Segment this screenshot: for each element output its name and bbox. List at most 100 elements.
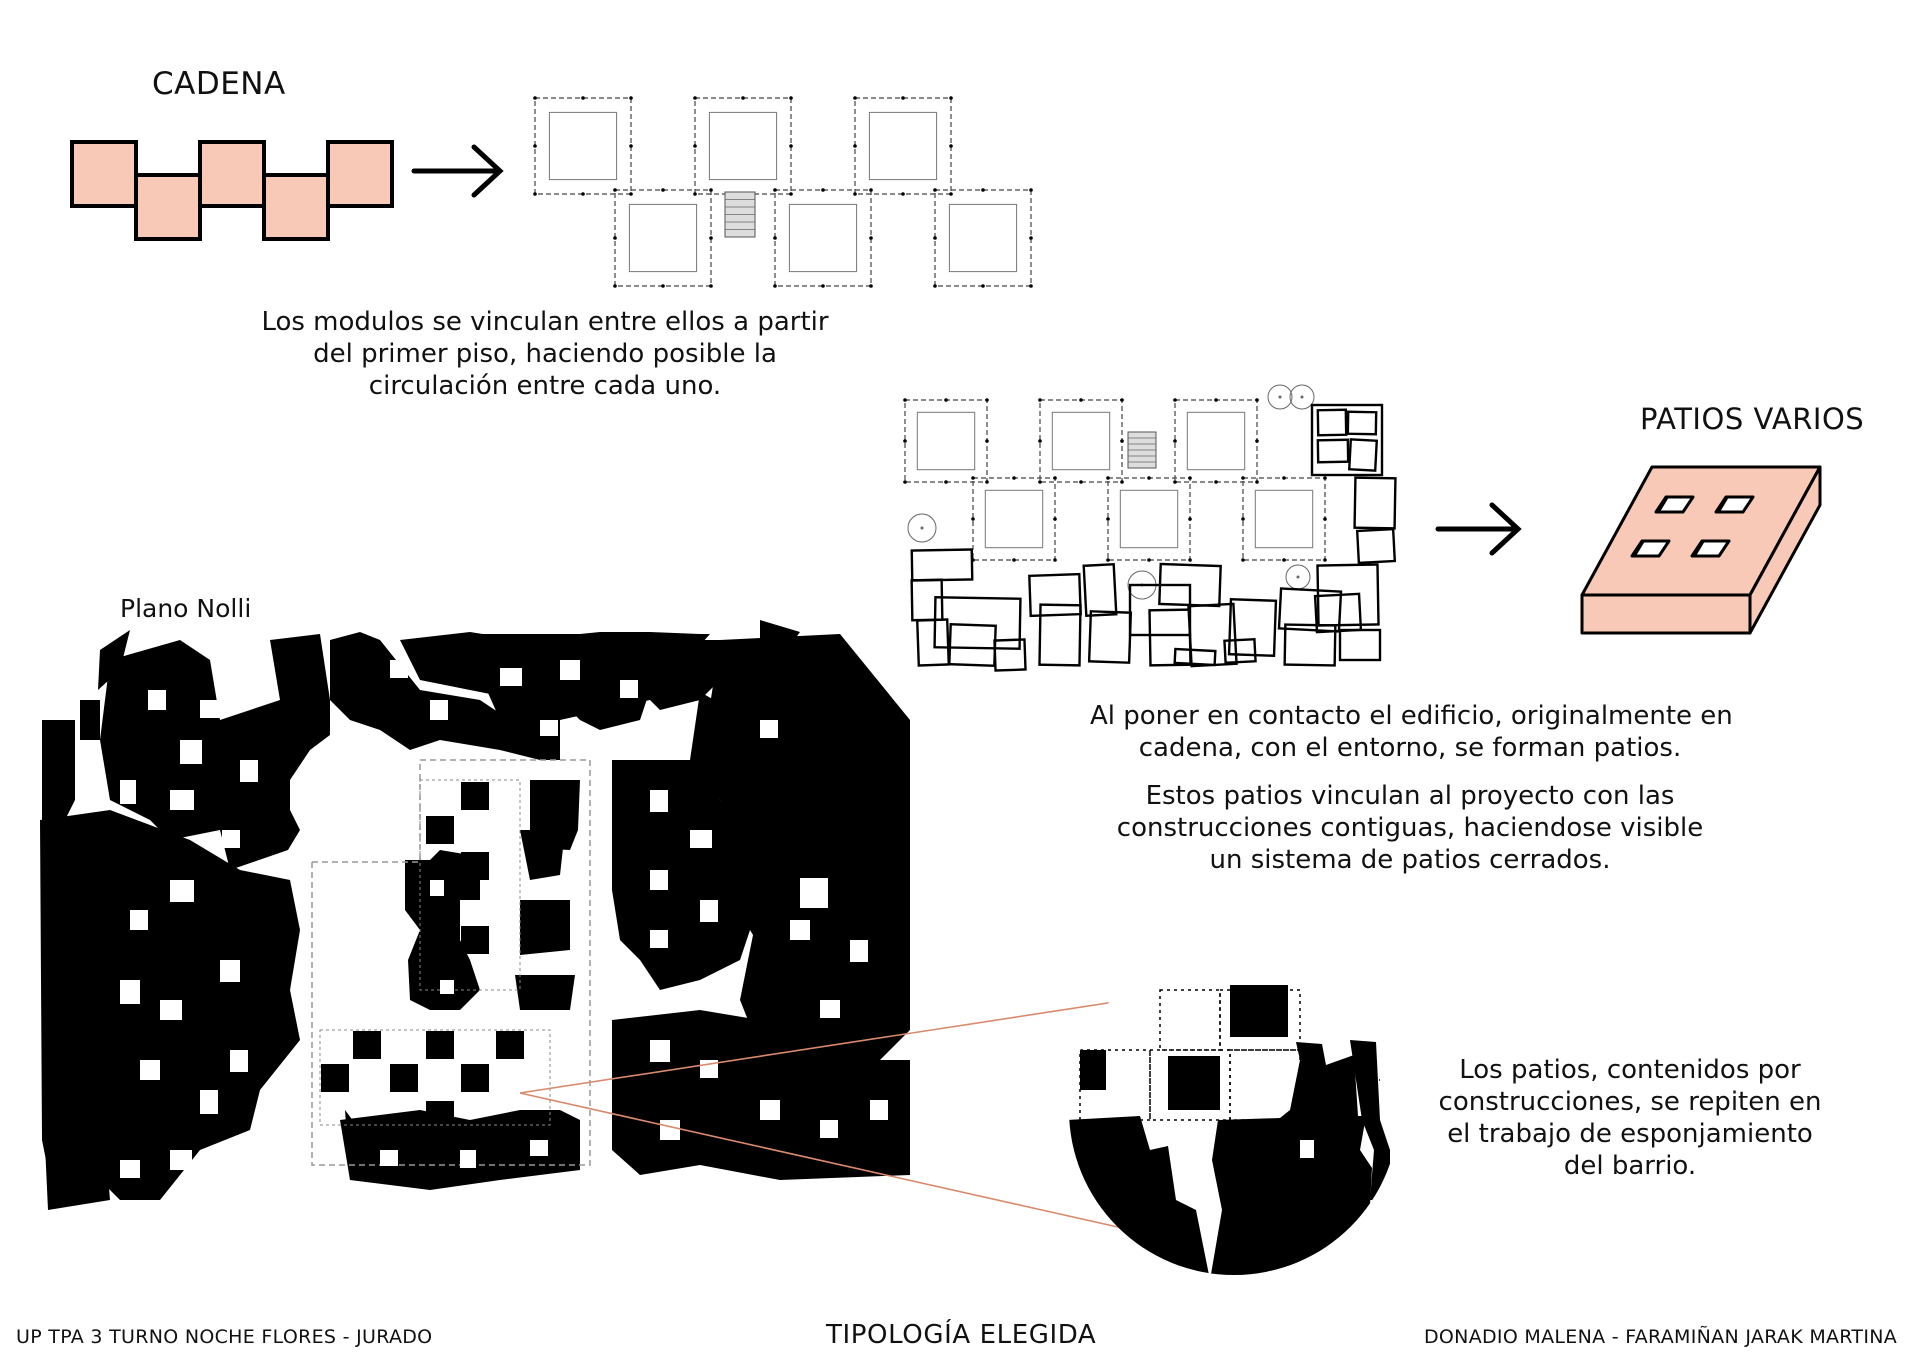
nolli-block <box>462 634 705 720</box>
patios-desc1-line-1: Al poner en contacto el edificio, origin… <box>1090 701 1733 731</box>
nolli-block <box>760 620 800 660</box>
nolli-court <box>426 1101 454 1129</box>
nolli-patio <box>540 720 558 736</box>
zoom-lines <box>519 994 1161 1233</box>
nolli-desc-line-2: construcciones, se repiten en <box>1438 1087 1822 1117</box>
nolli-block <box>515 975 575 1010</box>
nolli-patio <box>500 668 522 686</box>
nolli-patio <box>390 660 408 678</box>
nolli-block <box>42 720 75 830</box>
cadena-desc-line-3: circulación entre cada uno. <box>368 371 722 401</box>
nolli-block <box>764 634 830 720</box>
nolli-court <box>390 1064 418 1092</box>
nolli-description: Los patios, contenidos por construccione… <box>1400 1054 1860 1182</box>
patio-module <box>1168 1056 1220 1110</box>
nolli-desc-line-1: Los patios, contenidos por <box>1459 1055 1801 1085</box>
plan-module <box>903 398 989 484</box>
nolli-patio <box>850 940 868 962</box>
cadena-desc-line-2: del primer piso, haciendo posible la <box>313 339 777 369</box>
cadena-title: CADENA <box>152 66 286 102</box>
nolli-patio <box>380 1150 398 1166</box>
nolli-court <box>426 816 454 844</box>
nolli-block <box>42 1080 110 1210</box>
nolli-patio <box>700 900 718 922</box>
nolli-patio <box>200 1090 218 1114</box>
patios-desc2-line-2: construcciones contiguas, haciendose vis… <box>1116 813 1704 843</box>
nolli-patio <box>220 960 240 982</box>
plan-module <box>1106 476 1192 562</box>
nolli-court <box>461 782 489 810</box>
nolli-patio <box>160 1000 182 1020</box>
nolli-patio <box>170 790 194 810</box>
nolli-patio <box>180 740 202 764</box>
footer-center: TIPOLOGÍA ELEGIDA <box>826 1320 1097 1350</box>
nolli-patio <box>148 690 166 710</box>
chain-module <box>326 140 394 208</box>
nolli-court <box>426 892 454 920</box>
chain-module <box>262 173 330 241</box>
nolli-patio <box>460 1150 476 1168</box>
patios-floor-plan <box>903 384 1397 672</box>
plan-module <box>1241 476 1327 562</box>
nolli-patio <box>660 1120 680 1140</box>
nolli-patio <box>130 910 148 930</box>
stair-icon <box>1127 431 1157 469</box>
surrounding-parcels <box>910 403 1397 672</box>
nolli-patio <box>230 1050 248 1072</box>
nolli-patio <box>170 1150 192 1170</box>
zoom-detail <box>1069 945 1399 1275</box>
nolli-block <box>740 850 910 1080</box>
nolli-patio <box>530 1140 548 1156</box>
footer-right: DONADIO MALENA - FARAMIÑAN JARAK MARTINA <box>1424 1326 1898 1348</box>
nolli-patio <box>870 1100 888 1120</box>
nolli-patio <box>430 700 448 720</box>
nolli-patio <box>820 1000 840 1018</box>
nolli-block <box>758 700 860 760</box>
nolli-patio <box>650 870 668 890</box>
nolli-court <box>461 926 489 954</box>
nolli-court <box>426 1031 454 1059</box>
chain-module <box>198 140 266 208</box>
cadena-floor-plan <box>533 96 1033 288</box>
plan-module <box>1038 398 1124 484</box>
nolli-block <box>520 900 570 955</box>
nolli-block <box>330 632 560 760</box>
nolli-block <box>880 790 910 870</box>
nolli-patio <box>760 1100 780 1120</box>
nolli-title: Plano Nolli <box>120 594 252 623</box>
nolli-patio <box>560 660 580 680</box>
nolli-patio <box>620 680 638 698</box>
nolli-patio <box>650 790 668 812</box>
chain-module <box>70 140 138 208</box>
plan-module <box>853 96 953 196</box>
nolli-patio <box>140 1060 160 1080</box>
nolli-plan <box>40 620 910 1210</box>
nolli-patio <box>790 920 810 940</box>
patios-description-2: Estos patios vinculan al proyecto con la… <box>1090 780 1730 876</box>
patios-desc1-line-2: cadena, con el entorno, se forman patios… <box>1138 733 1682 763</box>
nolli-block <box>80 700 100 740</box>
nolli-patio <box>120 980 140 1004</box>
plan-module <box>971 476 1057 562</box>
plan-module <box>1173 398 1259 484</box>
patios-title: PATIOS VARIOS <box>1640 402 1865 436</box>
plan-module <box>773 188 873 288</box>
nolli-patio <box>820 1120 838 1138</box>
nolli-block <box>405 850 480 1010</box>
plan-module <box>613 188 713 288</box>
nolli-patio <box>430 880 444 896</box>
nolli-block <box>612 760 760 990</box>
nolli-desc-line-3: el trabajo de esponjamiento <box>1447 1119 1813 1149</box>
nolli-patio <box>240 760 258 782</box>
cadena-description: Los modulos se vinculan entre ellos a pa… <box>240 306 850 402</box>
arrow-right-icon <box>411 144 504 198</box>
patios-block-isometric <box>1580 465 1822 635</box>
nolli-patio <box>120 780 136 804</box>
patios-desc2-line-1: Estos patios vinculan al proyecto con la… <box>1145 781 1675 811</box>
nolli-patio <box>120 1160 140 1178</box>
nolli-court <box>353 1031 381 1059</box>
nolli-patio <box>200 700 222 718</box>
nolli-court <box>461 1064 489 1092</box>
footer-left: UP TPA 3 TURNO NOCHE FLORES - JURADO <box>16 1326 433 1348</box>
